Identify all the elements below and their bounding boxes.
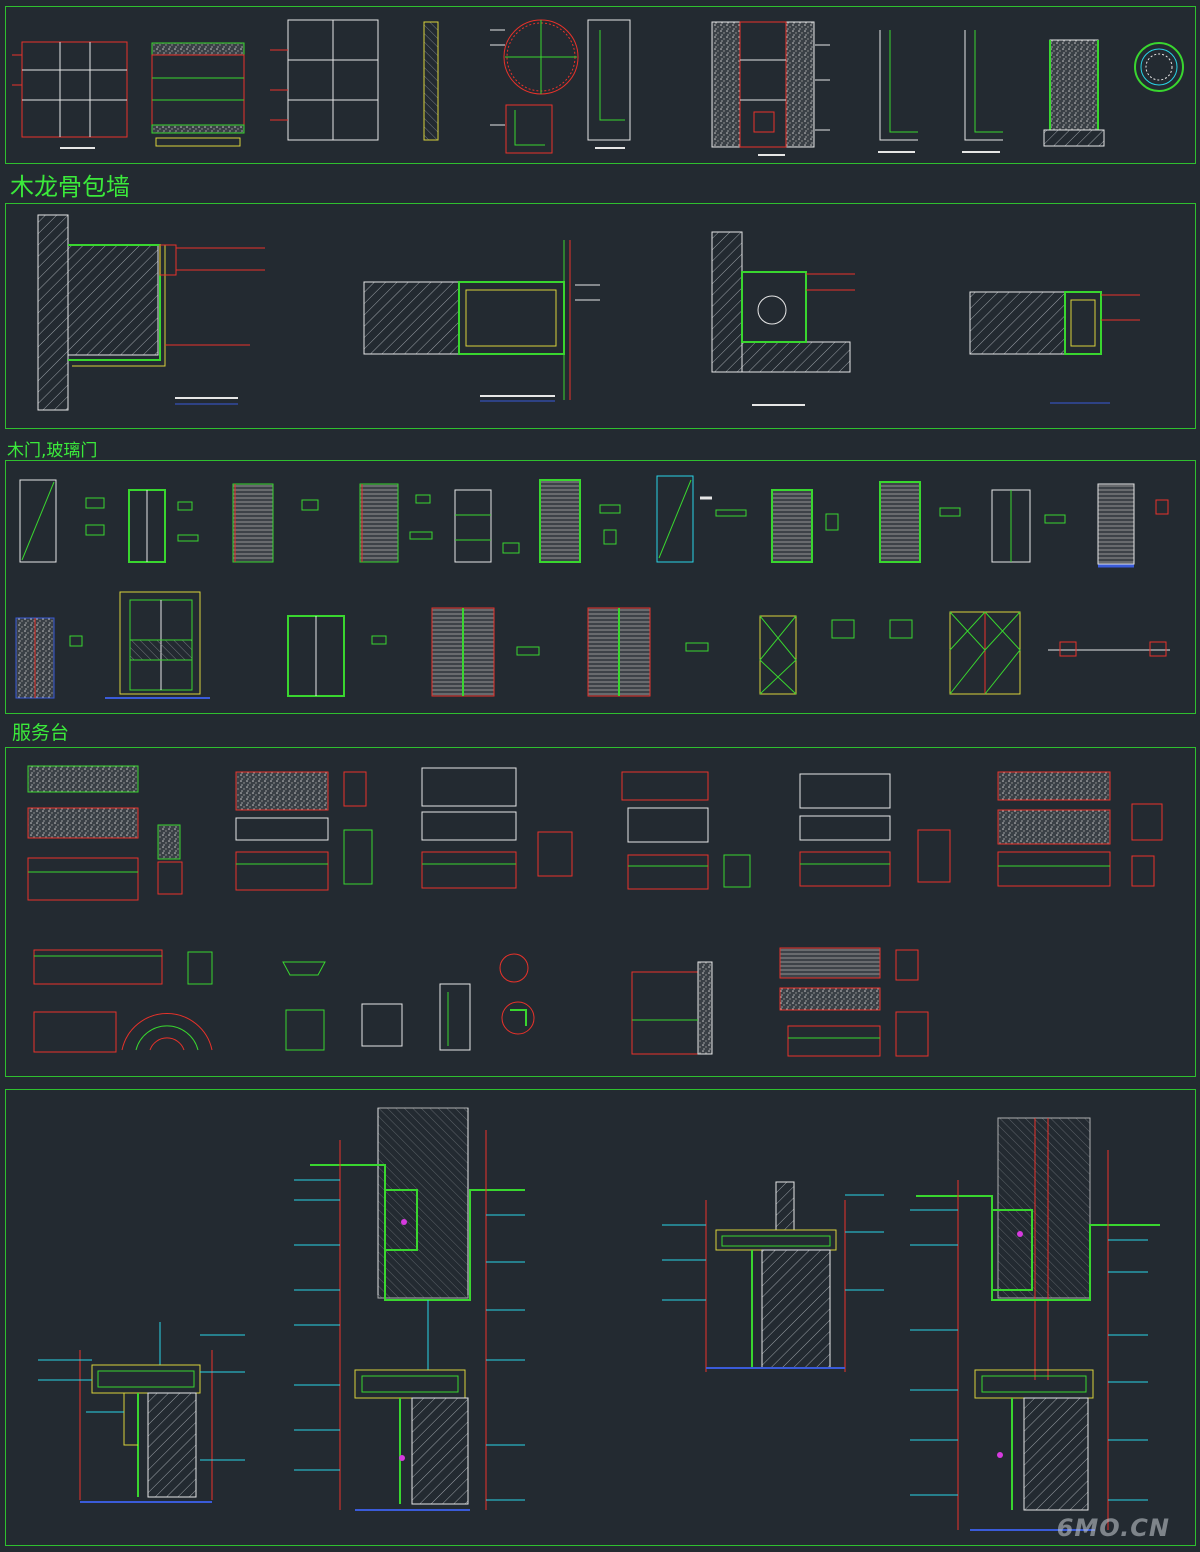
desk-group-5 [799,773,951,887]
door-elev-5 [454,489,520,563]
grid-elevation [270,19,439,141]
wall-detail-1 [37,214,265,411]
door-elev-8 [771,489,839,563]
door-elev-16 [587,607,709,697]
wall-sections [878,30,1003,153]
door-elev-13 [105,591,210,699]
stone-wall-elevation [711,21,830,156]
door-elev-18 [949,611,1170,695]
watermark: 6MO.CN [1056,1514,1170,1542]
cabinet-elevation [151,42,245,147]
wall-detail-3 [711,231,855,406]
section-frame-doors [5,460,1196,714]
desk-group-1 [27,765,183,901]
large-detail-drawings [38,1107,1160,1531]
desk-group-7 [33,949,213,1053]
desk-group-3 [421,767,573,889]
section-frame-top [5,6,1196,164]
door-elev-9 [879,481,961,563]
section-title-wood-wall: 木龙骨包墙 [10,173,130,201]
detail-d [910,1117,1160,1531]
desk-group-2 [235,771,373,891]
desk-group-9 [439,953,535,1051]
wall-detail-4 [969,291,1140,404]
door-elev-6 [539,479,621,563]
circular-detail [490,19,631,154]
door-elev-2 [128,489,199,563]
detail-b [294,1107,525,1511]
detail-a [38,1322,245,1503]
door-elev-14 [287,615,387,697]
door-elev-3 [232,483,319,563]
door-elev-1 [19,479,105,563]
detail-c [662,1181,884,1372]
section-frame-service-desk [5,747,1196,1077]
column-section [1043,39,1184,147]
desk-group-4 [621,771,751,890]
desk-group-8 [282,961,403,1051]
wood-wall-drawings [37,214,1140,411]
section-title-service-desk: 服务台 [12,722,70,744]
wall-detail-2 [363,240,600,402]
door-elev-15 [431,607,540,697]
door-elev-12 [15,617,83,699]
section-frame-wood-wall [5,203,1196,429]
section-title-doors: 木门,玻璃门 [7,441,98,461]
door-drawings [15,475,1170,699]
desk-group-11 [779,947,929,1057]
door-elev-17 [759,615,913,695]
section-frame-details [5,1089,1196,1546]
desk-group-6 [997,771,1163,887]
door-elev-4 [359,483,433,563]
door-elev-7 [656,475,747,563]
service-desk-drawings [27,765,1163,1057]
top-row-drawings [12,19,1184,156]
shelf-elevation [12,41,128,149]
door-elev-11 [1097,483,1169,568]
desk-group-10 [631,961,713,1055]
door-elev-10 [991,489,1066,563]
